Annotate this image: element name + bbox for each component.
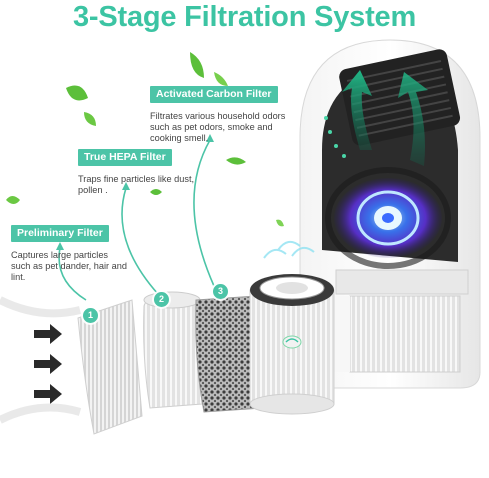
stage-1-number: 1	[83, 308, 98, 323]
stage-2-description: Traps fine particles like dust, pollen .	[78, 174, 195, 195]
stage-1-label: Preliminary Filter	[11, 225, 109, 242]
curved-arrow-icon	[58, 139, 215, 301]
hepa-filter-graphic	[143, 291, 203, 409]
preliminary-filter-graphic	[77, 299, 143, 435]
carbon-filter-graphic	[195, 295, 263, 413]
stage-2-label: True HEPA Filter	[78, 149, 172, 166]
airflow-arrow-icon	[342, 70, 372, 150]
leaf-icon	[6, 52, 284, 227]
stage-2-number: 2	[154, 292, 169, 307]
stage-1-description: Captures large particles such as pet dan…	[11, 250, 127, 282]
page-title: 3-Stage Filtration System	[72, 1, 417, 33]
round-filter-graphic	[249, 274, 335, 415]
stage-3-description: Filtrates various household odors such a…	[150, 111, 286, 143]
stage-3-number: 3	[213, 284, 228, 299]
stage-3-label: Activated Carbon Filter	[150, 86, 278, 103]
purifier-unit	[299, 39, 481, 389]
airflow-arrow-icon	[34, 324, 62, 404]
